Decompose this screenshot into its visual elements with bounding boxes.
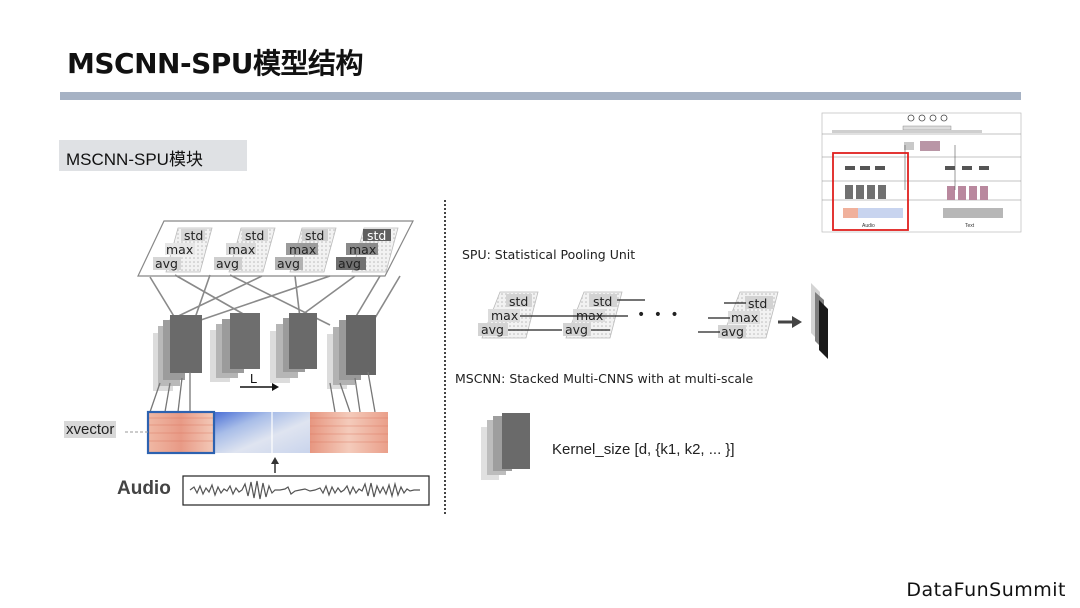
spectrogram-to-cnn-lines	[149, 371, 376, 413]
spu1-max: max	[491, 308, 519, 323]
svg-text:Audio: Audio	[862, 223, 875, 229]
spu-caption: SPU: Statistical Pooling Unit	[462, 247, 636, 262]
pool2-std: std	[245, 228, 265, 243]
mscnn-caption: MSCNN: Stacked Multi-CNNS with at multi-…	[455, 371, 754, 386]
pool3-max: max	[289, 242, 317, 257]
pool4-max: max	[349, 242, 377, 257]
pool4-avg: avg	[338, 256, 361, 271]
pool-block-4	[336, 227, 399, 273]
pool2-max: max	[228, 242, 256, 257]
spu3-avg: avg	[721, 324, 744, 339]
audio-label: Audio	[117, 478, 171, 499]
vertical-dotted-divider	[444, 200, 446, 514]
kernel-stack-icon	[481, 413, 530, 480]
spu2-max: max	[576, 308, 604, 323]
kernel-size-caption: Kernel_size [d, {k1, k2, ... }]	[552, 441, 735, 458]
xvector-label: xvector	[64, 421, 117, 438]
spu2-std: std	[593, 294, 613, 309]
section-label: MSCNN-SPU模块	[66, 150, 203, 169]
thumbnail-highlight-box	[832, 152, 909, 231]
pool3-avg: avg	[277, 256, 300, 271]
cnn-stack-1	[153, 315, 202, 391]
spu3-std: std	[748, 296, 768, 311]
audio-up-arrow	[271, 457, 279, 473]
spu-output-arrow	[778, 316, 802, 328]
spu3-max: max	[731, 310, 759, 325]
pool1-max: max	[166, 242, 194, 257]
spu2-avg: avg	[565, 322, 588, 337]
title-underline-bar	[60, 92, 1021, 100]
xvector-spectrogram	[146, 410, 388, 455]
pool-block-1	[153, 227, 213, 273]
pool3-std: std	[305, 228, 325, 243]
cnn-stack-2	[210, 313, 260, 382]
pool-block-3	[275, 227, 337, 273]
pool2-avg: avg	[216, 256, 239, 271]
cnn-stack-4	[327, 315, 376, 389]
model-overview-thumbnail: Audio Text	[821, 112, 1022, 233]
pool1-std: std	[184, 228, 204, 243]
brand-logo-text: DataFunSummit	[906, 579, 1066, 601]
length-arrow	[240, 383, 279, 391]
audio-waveform	[182, 475, 430, 506]
pool4-std: std	[367, 228, 387, 243]
spu-chain	[478, 291, 779, 339]
page-title: MSCNN-SPU模型结构	[67, 47, 364, 80]
pool-block-2	[214, 227, 276, 273]
section-label-box	[59, 140, 247, 171]
spu-pooling-plane	[137, 220, 414, 277]
spu1-avg: avg	[481, 322, 504, 337]
svg-text:Text: Text	[965, 223, 975, 229]
cnn-stack-3	[270, 313, 317, 383]
spu-ellipsis: • • •	[637, 307, 681, 323]
length-label: L	[250, 371, 257, 386]
spu1-std: std	[509, 294, 529, 309]
spu-output-stack	[811, 283, 828, 359]
pool1-avg: avg	[155, 256, 178, 271]
